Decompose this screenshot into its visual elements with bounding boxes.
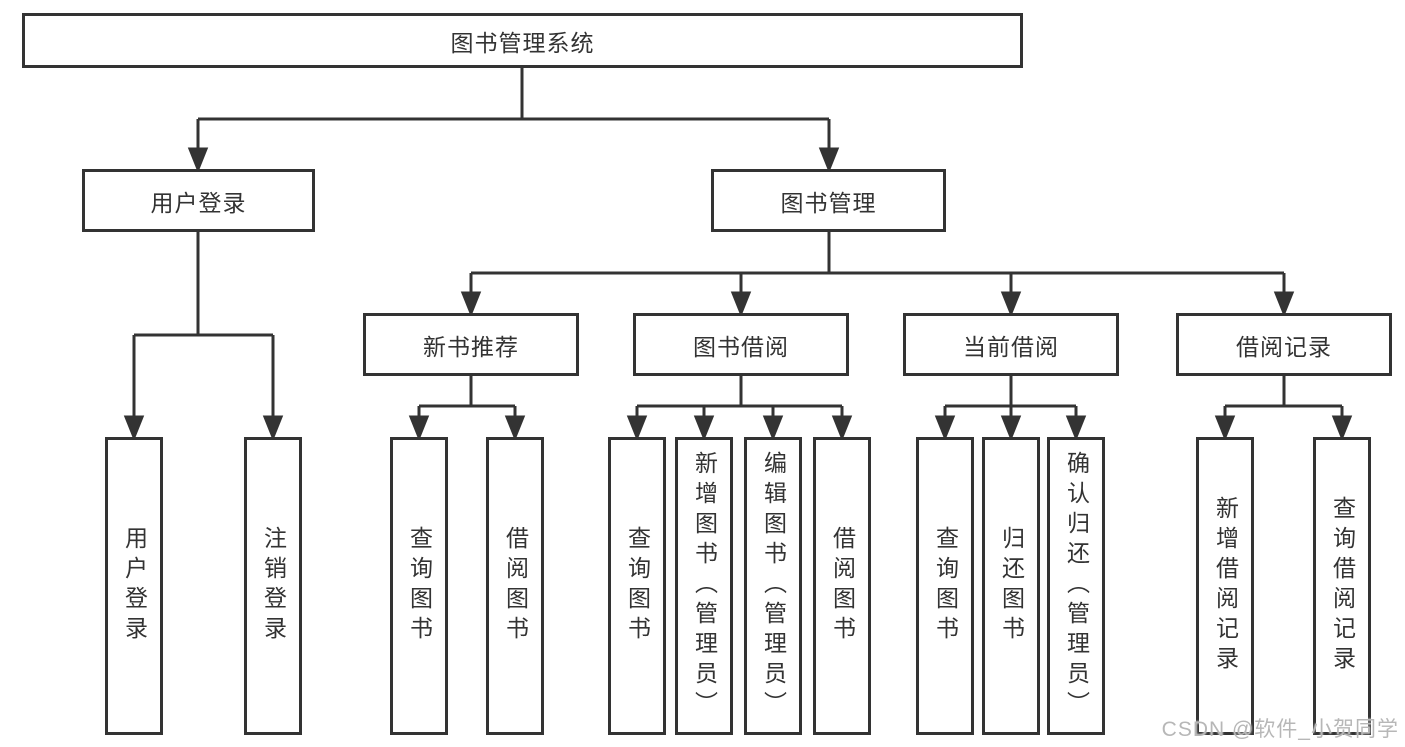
node-new-book-recommend: 新书推荐 — [363, 313, 579, 376]
node-leaf-logout-label: 注销登录 — [260, 526, 287, 646]
connector-current-borrow-to-children — [934, 376, 1087, 442]
node-new-book-recommend-label: 新书推荐 — [423, 333, 519, 360]
connector-borrow-records-to-children — [1214, 376, 1353, 442]
node-bb-query-books-label: 查询图书 — [624, 526, 651, 646]
node-cb-query-books: 查询图书 — [916, 437, 974, 735]
node-nbr-borrow-books: 借阅图书 — [486, 437, 544, 735]
node-book-management-label: 图书管理 — [780, 189, 877, 216]
node-bb-add-book-admin-label: 新增图书（管理员） — [691, 451, 718, 721]
node-cb-return-books: 归还图书 — [982, 437, 1040, 735]
node-br-query-record-label: 查询借阅记录 — [1329, 496, 1356, 676]
node-bb-add-book-admin: 新增图书（管理员） — [675, 437, 733, 735]
node-bb-query-books: 查询图书 — [608, 437, 666, 735]
node-book-management: 图书管理 — [711, 169, 946, 232]
node-cb-confirm-return-admin-label: 确认归还（管理员） — [1063, 451, 1090, 721]
node-nbr-query-books: 查询图书 — [390, 437, 448, 735]
node-book-borrow-label: 图书借阅 — [693, 333, 789, 360]
node-leaf-logout: 注销登录 — [244, 437, 302, 735]
node-br-add-record-label: 新增借阅记录 — [1212, 496, 1239, 676]
node-leaf-user-login: 用户登录 — [105, 437, 163, 735]
node-user-login-label: 用户登录 — [150, 189, 247, 216]
node-borrow-records-label: 借阅记录 — [1236, 333, 1332, 360]
node-cb-return-books-label: 归还图书 — [998, 526, 1025, 646]
node-user-login: 用户登录 — [82, 169, 315, 232]
node-nbr-query-books-label: 查询图书 — [406, 526, 433, 646]
connector-user-login-to-children — [123, 232, 284, 442]
node-bb-borrow-books: 借阅图书 — [813, 437, 871, 735]
node-root: 图书管理系统 — [22, 13, 1023, 68]
node-br-add-record: 新增借阅记录 — [1196, 437, 1254, 735]
node-current-borrow: 当前借阅 — [903, 313, 1119, 376]
node-current-borrow-label: 当前借阅 — [963, 333, 1059, 360]
connector-book-management-to-level3 — [460, 232, 1295, 318]
watermark: CSDN @软件_小贺同学 — [1161, 718, 1399, 741]
node-bb-borrow-books-label: 借阅图书 — [829, 526, 856, 646]
node-leaf-user-login-label: 用户登录 — [121, 526, 148, 646]
connector-new-book-recommend-to-children — [408, 376, 526, 442]
node-nbr-borrow-books-label: 借阅图书 — [502, 526, 529, 646]
node-bb-edit-book-admin: 编辑图书（管理员） — [744, 437, 802, 735]
node-book-borrow: 图书借阅 — [633, 313, 849, 376]
node-cb-query-books-label: 查询图书 — [932, 526, 959, 646]
node-cb-confirm-return-admin: 确认归还（管理员） — [1047, 437, 1105, 735]
node-borrow-records: 借阅记录 — [1176, 313, 1392, 376]
node-bb-edit-book-admin-label: 编辑图书（管理员） — [760, 451, 787, 721]
node-root-label: 图书管理系统 — [450, 29, 595, 56]
connector-book-borrow-to-children — [626, 376, 853, 442]
connector-root-to-level2 — [187, 68, 840, 174]
node-br-query-record: 查询借阅记录 — [1313, 437, 1371, 735]
